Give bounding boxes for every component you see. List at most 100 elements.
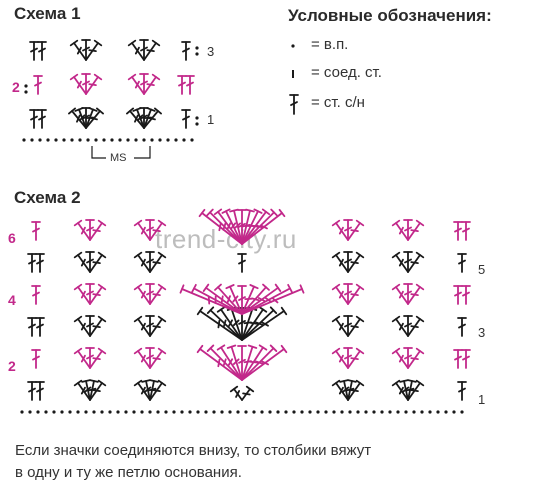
double-crochet-symbol [331, 283, 349, 305]
chain-dot-symbol [428, 410, 432, 414]
double-crochet-symbol [145, 283, 155, 305]
double-crochet-symbol [27, 381, 37, 401]
double-crochet-symbol [69, 39, 87, 61]
double-crochet-symbol [143, 73, 161, 95]
double-crochet-symbol [149, 315, 167, 337]
double-crochet-symbol [407, 347, 425, 369]
double-crochet-symbol [403, 283, 413, 305]
chain-dot-symbol [52, 410, 56, 414]
chain-dot-symbol [62, 138, 66, 142]
chain-dot-symbol [180, 410, 184, 414]
double-crochet-symbol [73, 315, 91, 337]
double-crochet-symbol [149, 283, 167, 305]
double-crochet-symbol [73, 251, 91, 273]
chain-dot-symbol [102, 138, 106, 142]
caption-line-1: Если значки соединяются внизу, то столби… [15, 442, 372, 459]
double-crochet-symbol [391, 283, 409, 305]
chain-dot-symbol [46, 138, 50, 142]
double-crochet-symbol [73, 283, 91, 305]
double-crochet-symbol [407, 251, 425, 273]
double-crochet-symbol [85, 219, 95, 241]
chain-dot-symbol [244, 410, 248, 414]
chain-dot-symbol [78, 138, 82, 142]
double-crochet-symbol [406, 379, 417, 401]
double-crochet-symbol [85, 39, 103, 61]
double-crochet-symbol [229, 208, 243, 245]
double-crochet-symbol [399, 379, 410, 401]
chain-dot-symbol [38, 138, 42, 142]
double-crochet-symbol [185, 75, 195, 95]
double-crochet-symbol [29, 109, 39, 129]
double-crochet-symbol [461, 285, 471, 305]
chain-dot-symbol [36, 410, 40, 414]
double-crochet-symbol [133, 379, 151, 401]
ms-bracket [134, 146, 151, 159]
double-crochet-symbol [331, 219, 349, 241]
chain-dot-symbol [20, 410, 24, 414]
scheme1-title: Схема 1 [14, 4, 81, 23]
chain-dot-symbol [300, 410, 304, 414]
double-crochet-symbol [241, 344, 278, 381]
double-crochet-symbol [89, 251, 107, 273]
chain-dot-symbol [132, 410, 136, 414]
double-crochet-symbol [35, 317, 45, 337]
double-crochet-symbol [141, 379, 152, 401]
scheme1-row-label-2: 2 [12, 79, 20, 95]
chain-dot-symbol [174, 138, 178, 142]
chain-dot-symbol [166, 138, 170, 142]
double-crochet-symbol [143, 39, 161, 61]
double-crochet-symbol [196, 306, 243, 341]
chain-dot-symbol [134, 138, 138, 142]
chain-dot-symbol [76, 410, 80, 414]
double-crochet-symbol [149, 347, 167, 369]
chain-dot-symbol [86, 138, 90, 142]
double-crochet-symbol [148, 379, 159, 401]
chain-dot-symbol [404, 410, 408, 414]
chain-dot-symbol [284, 410, 288, 414]
double-crochet-symbol [85, 107, 104, 129]
double-crochet-symbol [407, 315, 425, 337]
double-crochet-symbol [89, 347, 107, 369]
chain-dot-symbol [388, 410, 392, 414]
double-crochet-symbol [89, 219, 107, 241]
chain-dot-symbol [452, 410, 456, 414]
chain-dot-symbol [195, 116, 199, 120]
double-crochet-symbol [241, 283, 282, 315]
double-crochet-symbol [343, 347, 353, 369]
double-crochet-symbol [391, 251, 409, 273]
double-crochet-symbol [27, 253, 37, 273]
double-crochet-symbol [346, 379, 357, 401]
double-crochet-symbol [213, 208, 243, 245]
chain-dot-symbol [30, 138, 34, 142]
chain-dot-symbol [100, 410, 104, 414]
double-crochet-symbol [331, 251, 349, 273]
chain-dot-symbol [348, 410, 352, 414]
legend-item-double-crochet: = ст. с/н [311, 94, 365, 111]
double-crochet-symbol [37, 41, 47, 61]
scheme2-title: Схема 2 [14, 188, 81, 207]
double-crochet-symbol [81, 73, 91, 95]
double-crochet-symbol [391, 379, 409, 401]
chain-dot-symbol [260, 410, 264, 414]
chain-dot-symbol [228, 410, 232, 414]
double-crochet-symbol [35, 381, 45, 401]
chain-dot-symbol [150, 138, 154, 142]
chain-dot-symbol [412, 410, 416, 414]
double-crochet-symbol [453, 221, 463, 241]
double-crochet-symbol [339, 379, 350, 401]
chain-dot-symbol [196, 410, 200, 414]
double-crochet-symbol [237, 285, 247, 315]
legend-title: Условные обозначения: [288, 6, 492, 25]
chain-dot-symbol [316, 410, 320, 414]
double-crochet-symbol [206, 344, 243, 381]
double-crochet-symbol [241, 284, 259, 315]
scheme2-row-label-1: 1 [478, 392, 486, 407]
double-crochet-symbol [403, 251, 413, 273]
chain-dot-symbol [195, 46, 199, 50]
chain-dot-symbol [110, 138, 114, 142]
double-crochet-symbol [343, 283, 353, 305]
chain-dot-symbol [156, 410, 160, 414]
chain-dot-symbol [140, 410, 144, 414]
chain-dot-symbol [420, 410, 424, 414]
double-crochet-symbol [145, 251, 155, 273]
